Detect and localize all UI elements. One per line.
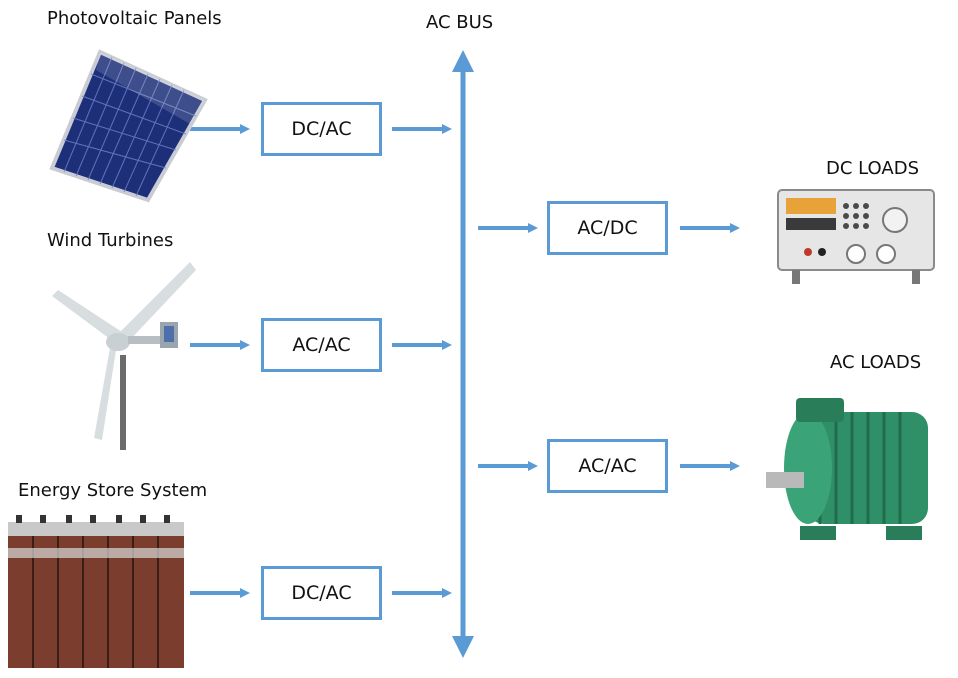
solar-panel-icon — [49, 49, 208, 203]
bus-label: AC BUS — [426, 12, 494, 33]
ess-converter-box: DC/AC — [261, 566, 382, 620]
pv-converter-box: DC/AC — [261, 102, 382, 156]
wind-converter-box: AC/AC — [261, 318, 382, 372]
ess-label: Energy Store System — [18, 480, 208, 501]
battery-bank-icon — [8, 515, 184, 668]
dc-power-supply-icon — [777, 189, 935, 284]
pv-label: Photovoltaic Panels — [47, 8, 222, 29]
ac-load-converter-box: AC/AC — [547, 439, 668, 493]
ac-bus-line — [452, 50, 474, 658]
dc-load-converter-box: AC/DC — [547, 201, 668, 255]
wind-turbine-icon — [52, 262, 196, 450]
ac-motor-icon — [766, 398, 928, 540]
dc-loads-label: DC LOADS — [826, 158, 919, 179]
wind-label: Wind Turbines — [47, 230, 174, 251]
ac-loads-label: AC LOADS — [830, 352, 922, 373]
